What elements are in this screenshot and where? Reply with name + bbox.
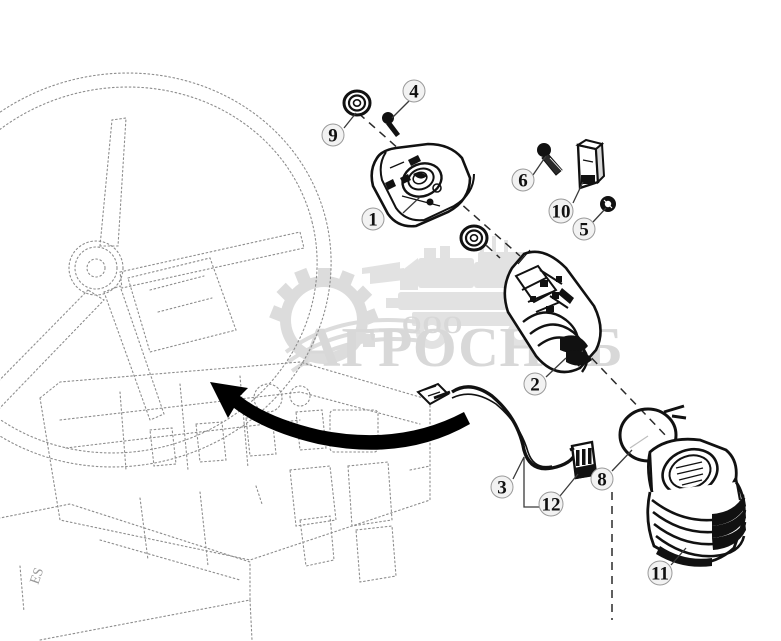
part-1-shift-lever-housing-cover	[370, 142, 475, 228]
callout-label-9: 9	[328, 126, 338, 147]
callout-label-8: 8	[597, 470, 607, 491]
harness-left-terminal	[416, 382, 451, 406]
part-5-hex-nut	[600, 196, 616, 212]
part-6-cap-screw	[537, 143, 566, 176]
part-4-roll-pin	[382, 112, 400, 137]
callout-bubbles	[321, 79, 673, 586]
installation-direction-arrow	[210, 382, 470, 450]
part-10-switch-bracket	[575, 138, 606, 190]
callout-label-12: 12	[542, 495, 561, 516]
callout-label-3: 3	[497, 478, 507, 499]
callout-label-6: 6	[518, 171, 528, 192]
callout-labels: 9 1 4 6 10 5 2 3 12 8 11	[328, 82, 669, 585]
callout-label-10: 10	[552, 202, 571, 223]
watermark-company-form: ООО	[402, 312, 463, 339]
part-11-square-shift-boot	[646, 437, 747, 567]
watermark-gear-icon	[269, 267, 423, 373]
dashboard-console-phantom: ES	[0, 361, 431, 641]
callout-label-2: 2	[530, 375, 540, 396]
part-9-washer-grommet	[342, 89, 372, 117]
watermark-group: ООО АГРОСНАБ	[269, 236, 623, 379]
callout-label-5: 5	[579, 220, 589, 241]
part-2-shift-boot-bellows	[503, 249, 602, 374]
part-3-wiring-harness	[416, 382, 578, 471]
steering-wheel-phantom	[0, 72, 332, 468]
callout-label-11: 11	[651, 564, 669, 585]
svg-text:ES: ES	[28, 566, 48, 586]
callout-label-1: 1	[368, 210, 378, 231]
washer-grommet-lower	[459, 224, 489, 252]
callout-label-4: 4	[409, 82, 419, 103]
